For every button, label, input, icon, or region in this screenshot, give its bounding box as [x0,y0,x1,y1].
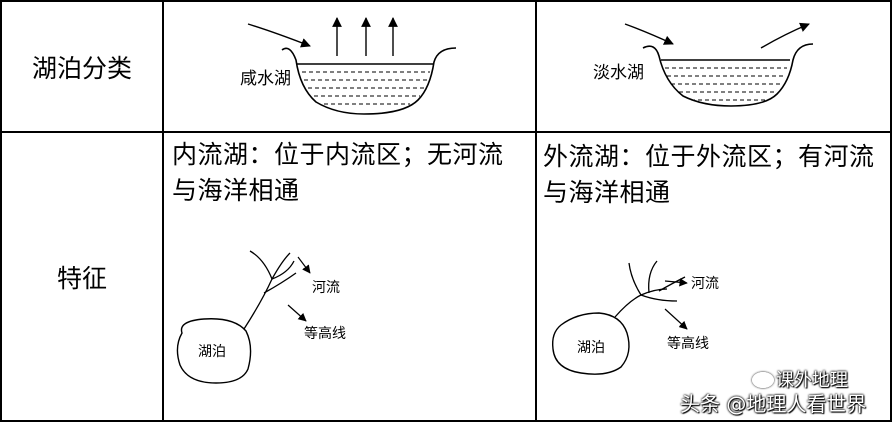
watermark-logo-icon [752,372,774,388]
inland-lake-description: 内流湖：位于内流区；无河流与海洋相通 [172,140,504,205]
saltwater-lake-diagram [247,17,457,115]
row-header-classification: 湖泊分类 [2,2,162,131]
outflow-lake-name-label: 湖泊 [577,340,605,356]
outflow-contour-label: 等高线 [667,336,709,352]
watermark-source: 头条 @地理人看世界 [680,392,867,416]
row-header-features-label: 特征 [56,264,107,293]
inland-river-label: 河流 [312,280,340,296]
saltwater-lake-cell: 咸水湖 [164,2,535,131]
inland-lake-features-cell: 内流湖：位于内流区；无河流与海洋相通 河流 等高线 湖泊 [164,133,535,421]
inland-lake-map-sketch [176,250,311,384]
outflow-lake-map-sketch [551,260,688,375]
saltwater-lake-label: 咸水湖 [240,69,291,89]
outflow-river-label: 河流 [691,276,719,292]
inland-lake-name-label: 湖泊 [198,344,226,360]
inland-contour-label: 等高线 [304,326,346,342]
watermark-brand: 课外地理 [776,370,848,391]
row-header-features: 特征 [2,133,162,421]
freshwater-lake-label: 淡水湖 [593,63,644,83]
outflow-lake-description: 外流湖：位于外流区；有河流与海洋相通 [543,142,875,207]
freshwater-lake-diagram [624,22,814,107]
row-header-classification-label: 湖泊分类 [31,53,132,83]
freshwater-lake-cell: 淡水湖 [537,2,890,131]
outflow-lake-features-cell: 外流湖：位于外流区；有河流与海洋相通 河流 等高线 湖 [537,133,890,421]
